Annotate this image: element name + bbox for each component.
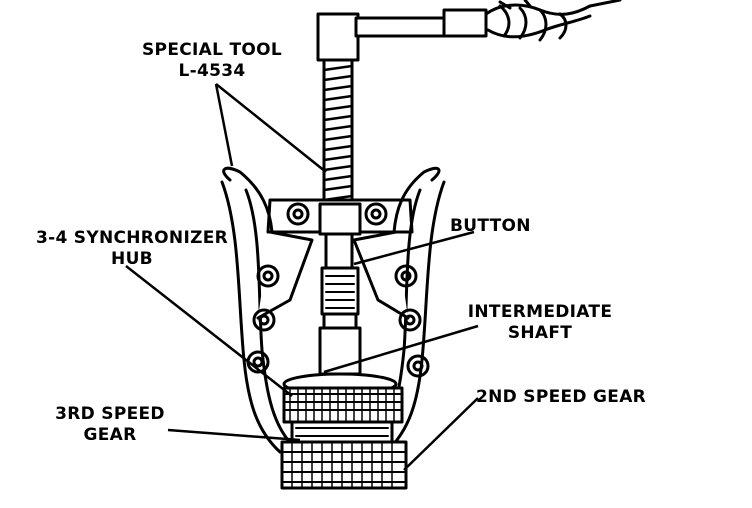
leader-button: [353, 230, 475, 266]
sync-hub-line1: 3-4 SYNCHRONIZER: [35, 228, 229, 248]
sync-hub-label: 3-4 SYNCHRONIZER HUB: [22, 228, 242, 270]
intermediate-line2: SHAFT: [507, 323, 573, 343]
special-tool-line1: SPECIAL TOOL: [142, 40, 282, 60]
third-gear-line2: GEAR: [83, 425, 137, 445]
leader-third-gear: [167, 428, 301, 442]
left-jaw: [220, 166, 314, 454]
intermediate-line1: INTERMEDIATE: [467, 302, 613, 322]
leader-second-gear: [403, 397, 479, 471]
special-tool-label: SPECIAL TOOL L-4534: [132, 40, 292, 82]
forcing-screw: [322, 58, 354, 212]
sync-hub-line2: HUB: [111, 249, 153, 269]
special-tool-line2: L-4534: [178, 61, 246, 81]
leader-lines: [125, 83, 479, 471]
third-gear-line1: 3RD SPEED: [55, 404, 165, 424]
third-gear-label: 3RD SPEED GEAR: [40, 404, 180, 446]
puller-yoke: [266, 198, 414, 236]
button-label: BUTTON: [450, 216, 531, 236]
intermediate-shaft-drawing: [318, 232, 362, 376]
leader-intermediate-shaft: [323, 324, 479, 374]
second-gear-label: 2ND SPEED GEAR: [476, 387, 647, 407]
leader-tool-left: [214, 83, 234, 167]
intermediate-shaft-label: INTERMEDIATE SHAFT: [460, 302, 620, 344]
leader-tool-screw: [215, 83, 327, 173]
gear-stack: [280, 372, 408, 490]
ratchet-handle: [316, 0, 622, 62]
leader-sync-hub: [125, 265, 293, 397]
